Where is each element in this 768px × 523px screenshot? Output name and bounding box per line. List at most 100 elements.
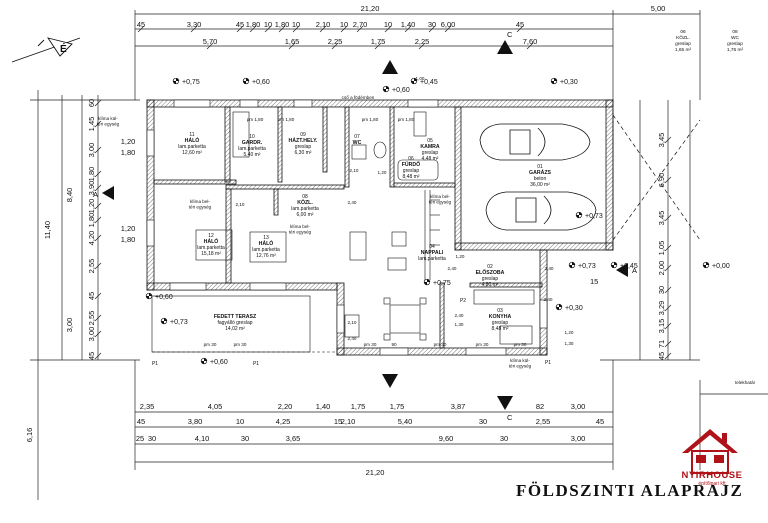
bottom1-value: 1,75 xyxy=(390,402,405,411)
room-name: WC xyxy=(353,140,362,146)
section-a-left: A xyxy=(93,190,98,199)
bottom1-value: 3,87 xyxy=(451,402,466,411)
dim-left-inner: 601,453,001,803,901,201,804,202,55452,55… xyxy=(87,99,96,360)
dim-tick xyxy=(516,25,524,33)
dim-tick xyxy=(664,136,672,144)
window-dim: 1,80 xyxy=(121,235,136,244)
level-value: +0,45 xyxy=(420,79,438,86)
dim-tick xyxy=(94,184,102,192)
bottom3-value: 4,10 xyxy=(195,434,210,443)
pm-tag: pm 1,80 xyxy=(398,117,415,122)
klima-indoor-tag: téri egység xyxy=(429,200,452,205)
living-furniture xyxy=(344,190,535,345)
row2-value: 7,60 xyxy=(523,37,538,46)
garage-door xyxy=(612,110,701,248)
opening-dim: 2,10 xyxy=(350,168,359,173)
dim-tick xyxy=(94,330,102,338)
dim-tick xyxy=(418,42,426,50)
dim-tick xyxy=(288,42,296,50)
level-marker-fill xyxy=(411,78,417,84)
room-floor: lam.parketta xyxy=(178,144,206,150)
right-value: 45 xyxy=(657,352,666,360)
bottom3-value: 30 xyxy=(500,434,508,443)
pillar-mark: P1 xyxy=(545,360,551,366)
left-value: 3,90 xyxy=(87,181,96,196)
level-value: +0,60 xyxy=(252,79,270,86)
room-floor: greslap xyxy=(492,320,509,326)
opening-dim: 1,00 xyxy=(416,76,425,81)
left-value: 1,20 xyxy=(87,199,96,214)
level-marker-fill xyxy=(703,262,709,268)
legend-floor: greslap xyxy=(727,42,743,47)
pm-tag: pm 30 xyxy=(434,342,447,347)
dim-tick xyxy=(384,25,392,33)
row2-value: 1,65 xyxy=(285,37,300,46)
bottom3-value: 3,65 xyxy=(286,434,301,443)
room-name: KAMRA xyxy=(420,144,440,150)
dim-left-mid-1: 8,40 xyxy=(65,188,74,203)
row1-value: 1,80 xyxy=(275,20,290,29)
room-name: FEDETT TERASZ xyxy=(214,314,257,320)
window-dim: 1,20 xyxy=(121,137,136,146)
dim-tick xyxy=(664,304,672,312)
row2-value: 2,25 xyxy=(328,37,343,46)
klima-indoor-tag: klíma bel- xyxy=(430,194,450,199)
room-name: GARÁZS xyxy=(529,169,551,176)
north-mark: É xyxy=(60,42,67,55)
top-dimensions xyxy=(134,10,701,100)
dim-tick xyxy=(664,352,672,360)
dim-left-total: 11,40 xyxy=(43,221,52,239)
room-number: 10 xyxy=(249,134,255,140)
bottom2-value: 2,10 xyxy=(341,417,356,426)
opening-dim: 1,20 xyxy=(456,254,465,259)
legend-area: 1,65 m² xyxy=(674,48,692,53)
dim-tick xyxy=(94,99,102,107)
bottom-dimensions xyxy=(134,360,768,470)
dim-tick xyxy=(526,42,534,50)
room-number: 02 xyxy=(487,264,493,270)
pm-tag: pm 30 xyxy=(204,342,217,347)
terrace xyxy=(151,295,337,353)
dim-right-top: 5,00 xyxy=(651,4,666,13)
dim-tick xyxy=(340,25,348,33)
bottom3-value: 30 xyxy=(148,434,156,443)
row1-value: 6,00 xyxy=(441,20,456,29)
level-markers: +0,75+0,60+0,60+0,45+0,30+0,60+0,73+0,75… xyxy=(145,77,730,366)
room-number: 01 xyxy=(537,164,543,170)
left-value: 1,80 xyxy=(87,167,96,182)
row2-value: 2,25 xyxy=(415,37,430,46)
dim-tick xyxy=(94,292,102,300)
level-marker-fill xyxy=(569,262,575,268)
dim-tick xyxy=(664,264,672,272)
room-area: 4,80 m² xyxy=(482,282,499,288)
row1-value: 2,10 xyxy=(316,20,331,29)
legend-floor: greslap xyxy=(675,42,691,47)
right-value: 3,15 xyxy=(657,319,666,334)
row1-value: 3,30 xyxy=(187,20,202,29)
level-value: +0,60 xyxy=(155,294,173,301)
room-floor: lam.parketta xyxy=(291,206,319,212)
dim-tick xyxy=(94,120,102,128)
opening-dim: 2,40 xyxy=(348,336,357,341)
room-number: 09 xyxy=(300,132,306,138)
dim-tick xyxy=(374,42,382,50)
klima-indoor-tag: téri egység xyxy=(289,230,312,235)
klima-indoor-tag: klíma bel- xyxy=(290,224,310,229)
left-value: 3,00 xyxy=(87,143,96,158)
left-value: 45 xyxy=(87,352,96,360)
level-value: +0,00 xyxy=(712,263,730,270)
bottom2-value: 5,40 xyxy=(398,417,413,426)
dim-tick xyxy=(94,202,102,210)
dim-tick xyxy=(249,25,257,33)
level-marker-fill xyxy=(173,78,179,84)
window-dim: 1,80 xyxy=(121,148,136,157)
opening-dim: 2,40 xyxy=(545,266,554,271)
room-name: GARDR. xyxy=(242,140,263,146)
